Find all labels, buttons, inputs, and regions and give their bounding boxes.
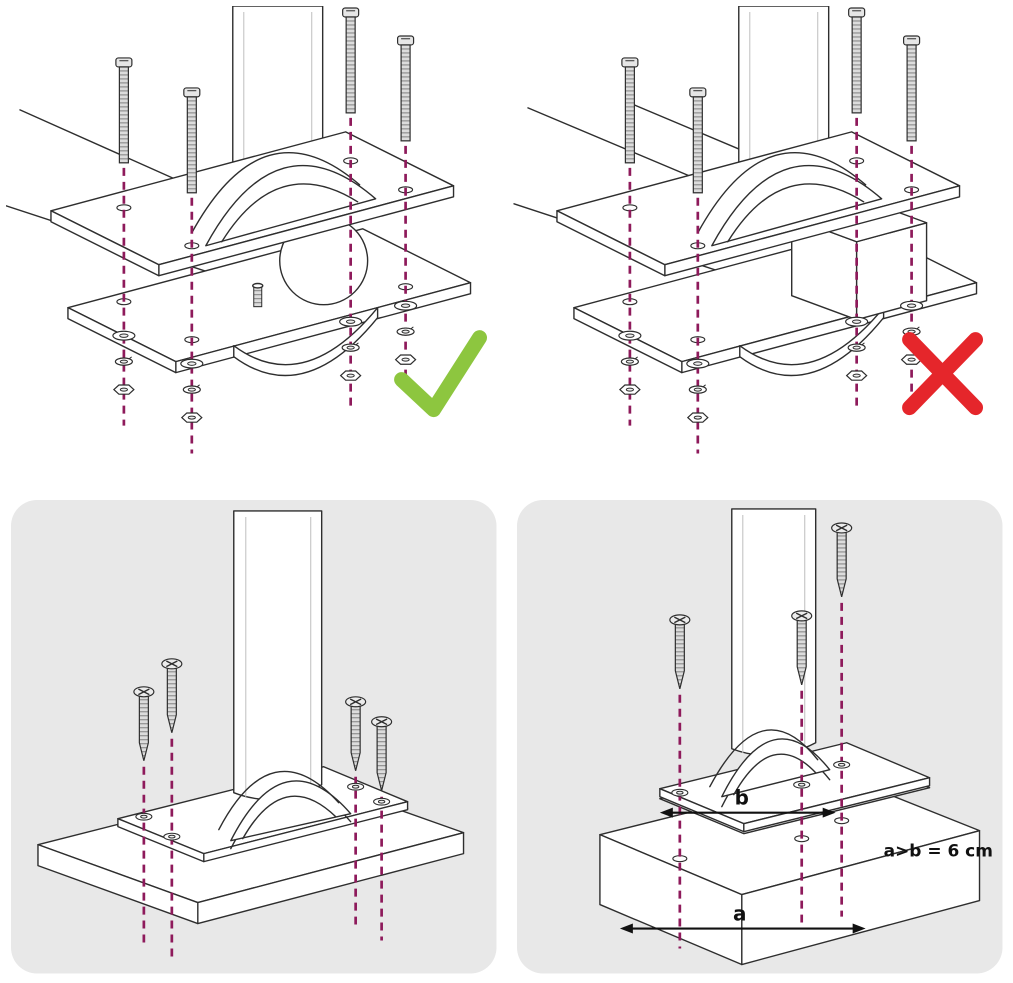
round-rail-clamp-illustration — [6, 6, 488, 454]
panel-round-rail-clamp — [6, 6, 502, 487]
cross-icon — [901, 332, 983, 416]
alignment-guides — [142, 738, 383, 963]
alignment-guides — [628, 117, 913, 454]
clamp-upper-plate — [50, 131, 455, 277]
dimension-b: b — [659, 785, 836, 818]
saddle-hump — [218, 770, 352, 849]
size-rule-note: a>b = 6 cm — [883, 841, 992, 861]
board-thick — [598, 773, 980, 965]
alignment-guides — [122, 117, 407, 454]
thin-board-mount-illustration — [11, 499, 497, 974]
pole — [233, 509, 323, 800]
square-rail-clamp-illustration — [512, 6, 983, 454]
stud-bolt — [252, 282, 264, 308]
dimension-b-label: b — [734, 785, 748, 809]
panel-thick-board-mount: b a a>b = 6 cm — [512, 497, 1008, 978]
dimension-a: a — [619, 901, 866, 934]
check-icon — [394, 330, 488, 418]
panel-square-rail-clamp — [512, 6, 1008, 487]
thick-board-mount-illustration: b a a>b = 6 cm — [516, 499, 1002, 974]
alignment-guides — [677, 602, 843, 949]
panel-thin-board-mount — [6, 497, 502, 978]
plate-holes — [135, 782, 391, 841]
clamp-upper-plate — [555, 131, 960, 277]
plate-holes — [670, 760, 850, 797]
dimension-a-label: a — [733, 901, 746, 925]
